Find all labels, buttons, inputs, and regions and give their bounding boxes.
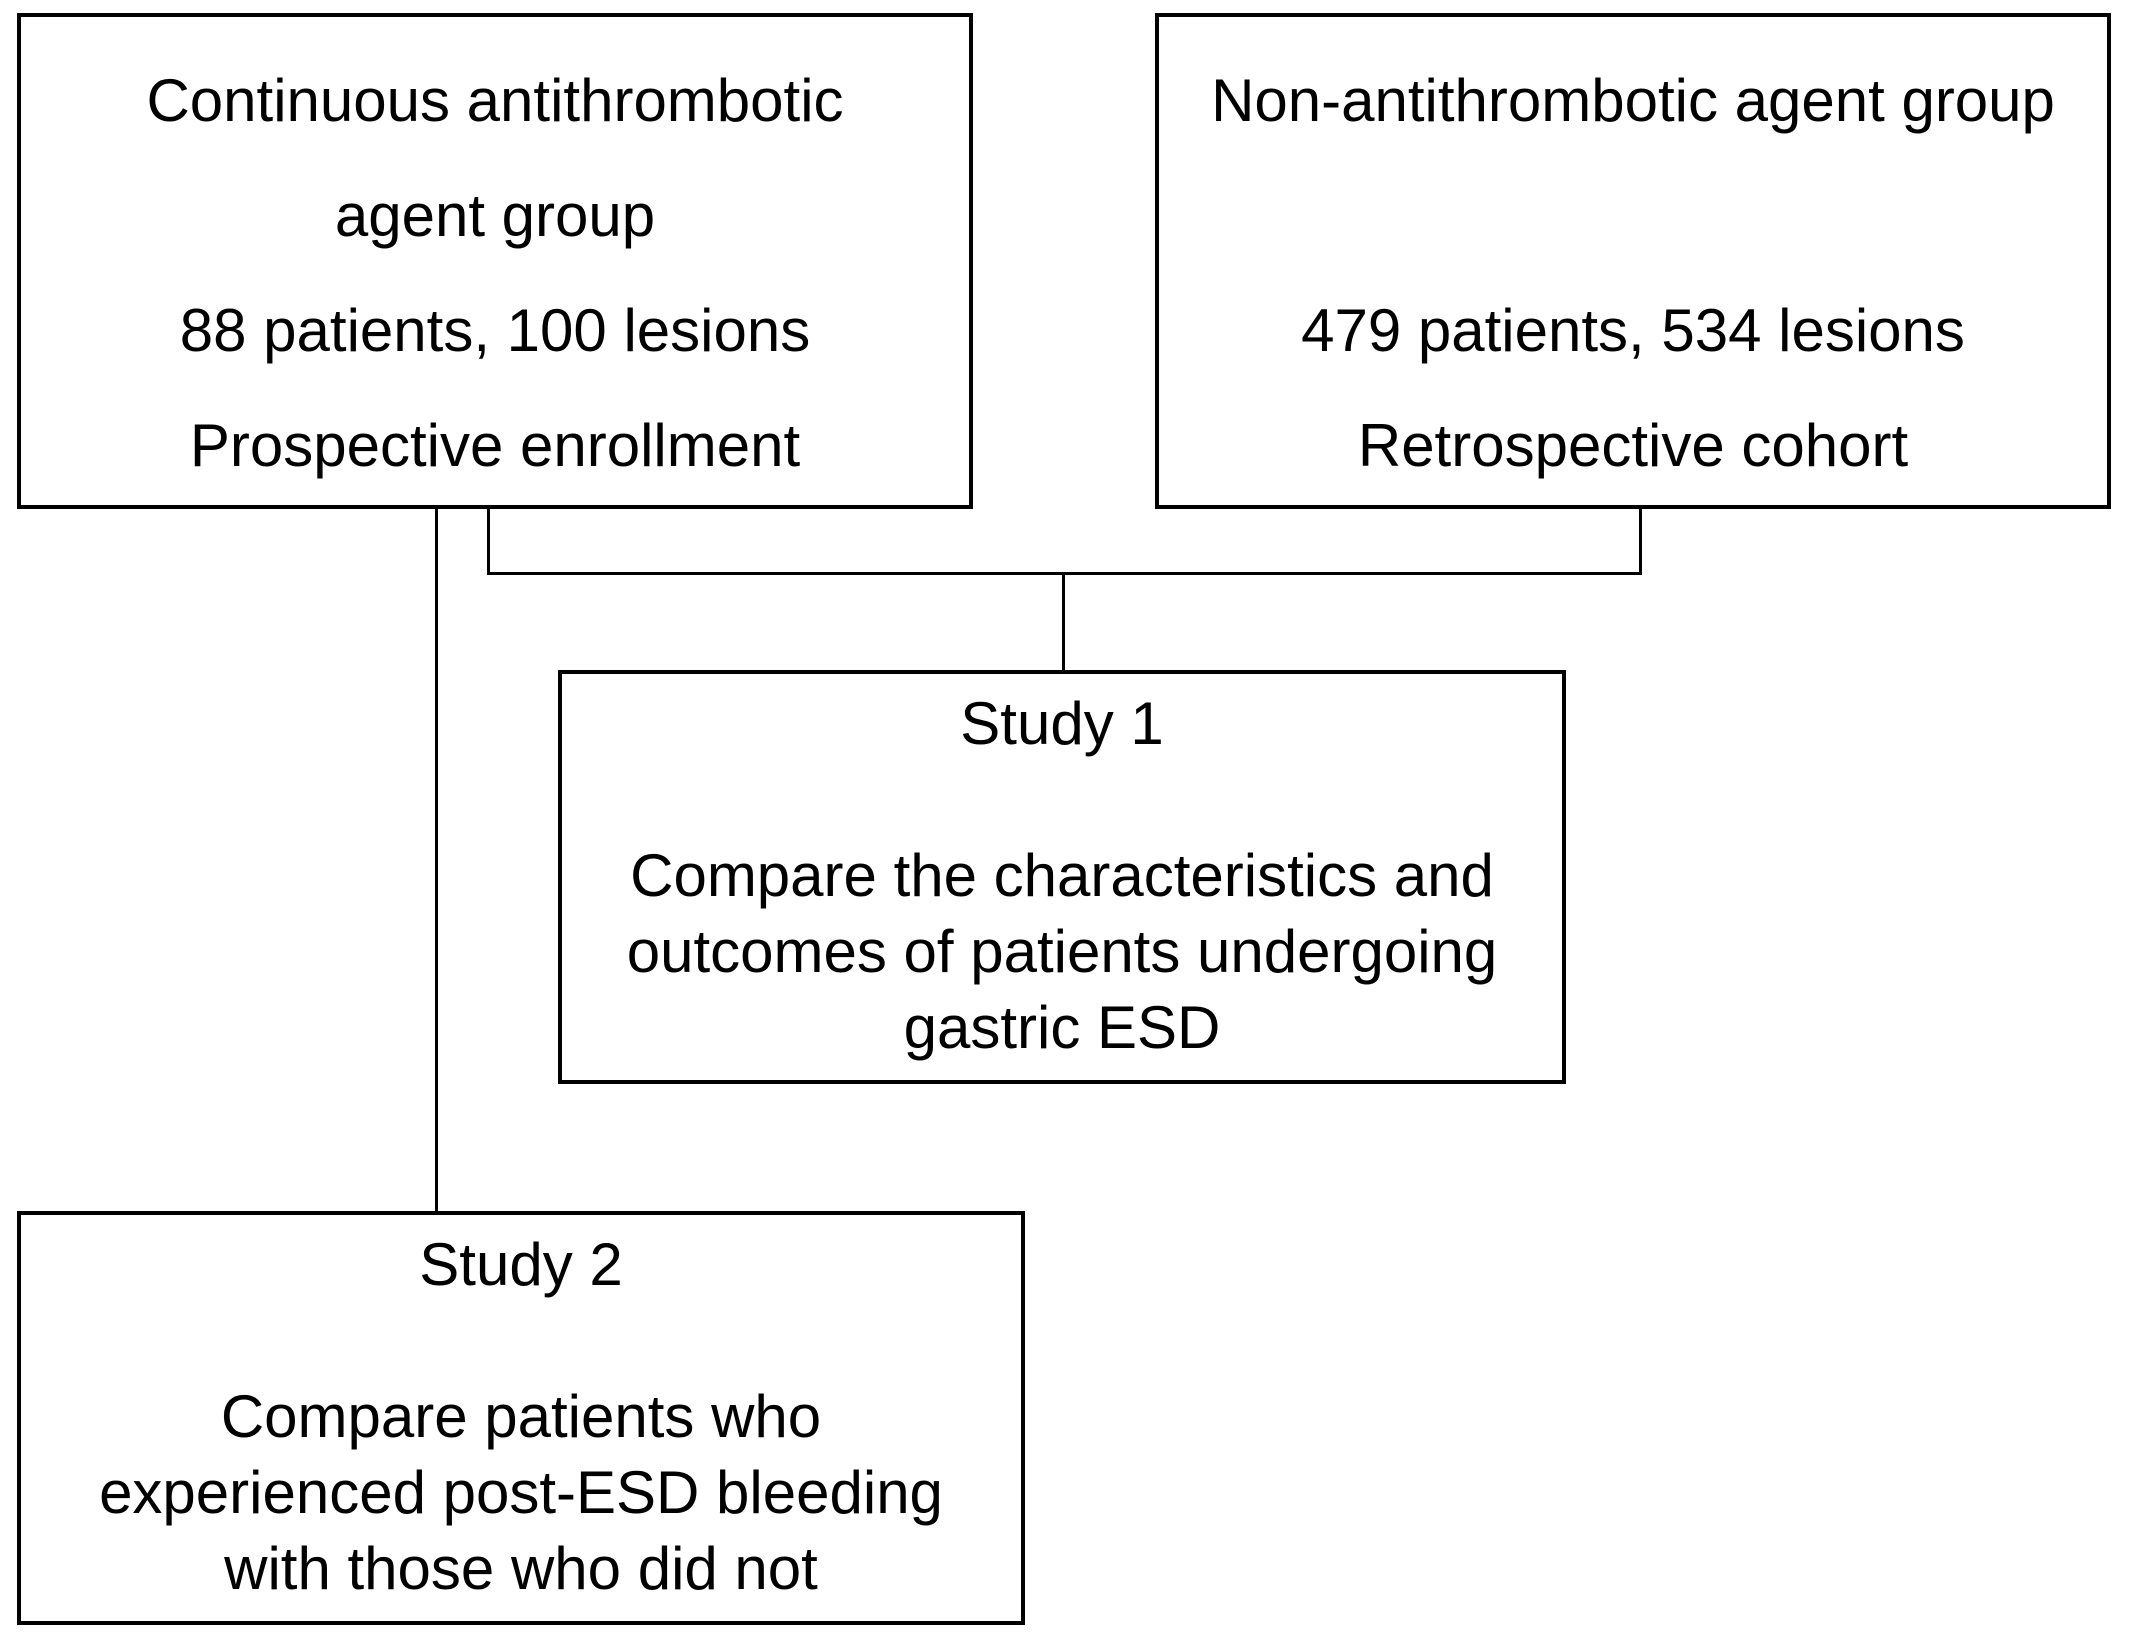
connector-continuous-elbow-line — [487, 507, 490, 575]
study2-description-line-1: Compare patients who — [220, 1383, 822, 1450]
study1-description-line-1: Compare the characteristics and — [630, 842, 1494, 909]
study1-spacer — [562, 762, 1562, 838]
continuous-group-title-line-2: agent group — [334, 182, 656, 249]
non-antithrombotic-group-box: Non-antithrombotic agent group 479 patie… — [1155, 13, 2111, 509]
study2-title: Study 2 — [419, 1231, 623, 1298]
study2-spacer — [21, 1303, 1021, 1379]
continuous-group-title-line-1: Continuous antithrombotic — [146, 67, 844, 134]
non-antithrombotic-group-title: Non-antithrombotic agent group — [1211, 67, 2055, 134]
non-antithrombotic-group-cohort-type: Retrospective cohort — [1357, 412, 1909, 479]
study2-description-line-3: with those who did not — [224, 1535, 818, 1602]
connector-non-antithrombotic-stub-line — [1639, 507, 1642, 575]
study1-description-line-2: outcomes of patients undergoing — [626, 918, 1498, 985]
connector-continuous-to-study2-line — [435, 507, 438, 1211]
study2-description-line-2: experienced post-ESD bleeding — [99, 1459, 943, 1526]
non-antithrombotic-group-spacer — [1159, 158, 2107, 273]
connector-drop-to-study1-line — [1062, 572, 1065, 670]
continuous-group-enrollment-type: Prospective enrollment — [189, 412, 801, 479]
study2-box: Study 2 Compare patients who experienced… — [17, 1211, 1025, 1625]
continuous-antithrombotic-group-box: Continuous antithrombotic agent group 88… — [17, 13, 973, 509]
continuous-group-counts: 88 patients, 100 lesions — [179, 297, 811, 364]
study1-box: Study 1 Compare the characteristics and … — [558, 670, 1566, 1084]
study1-title: Study 1 — [960, 690, 1164, 757]
study1-description-line-3: gastric ESD — [903, 994, 1221, 1061]
non-antithrombotic-group-counts: 479 patients, 534 lesions — [1301, 297, 1965, 364]
